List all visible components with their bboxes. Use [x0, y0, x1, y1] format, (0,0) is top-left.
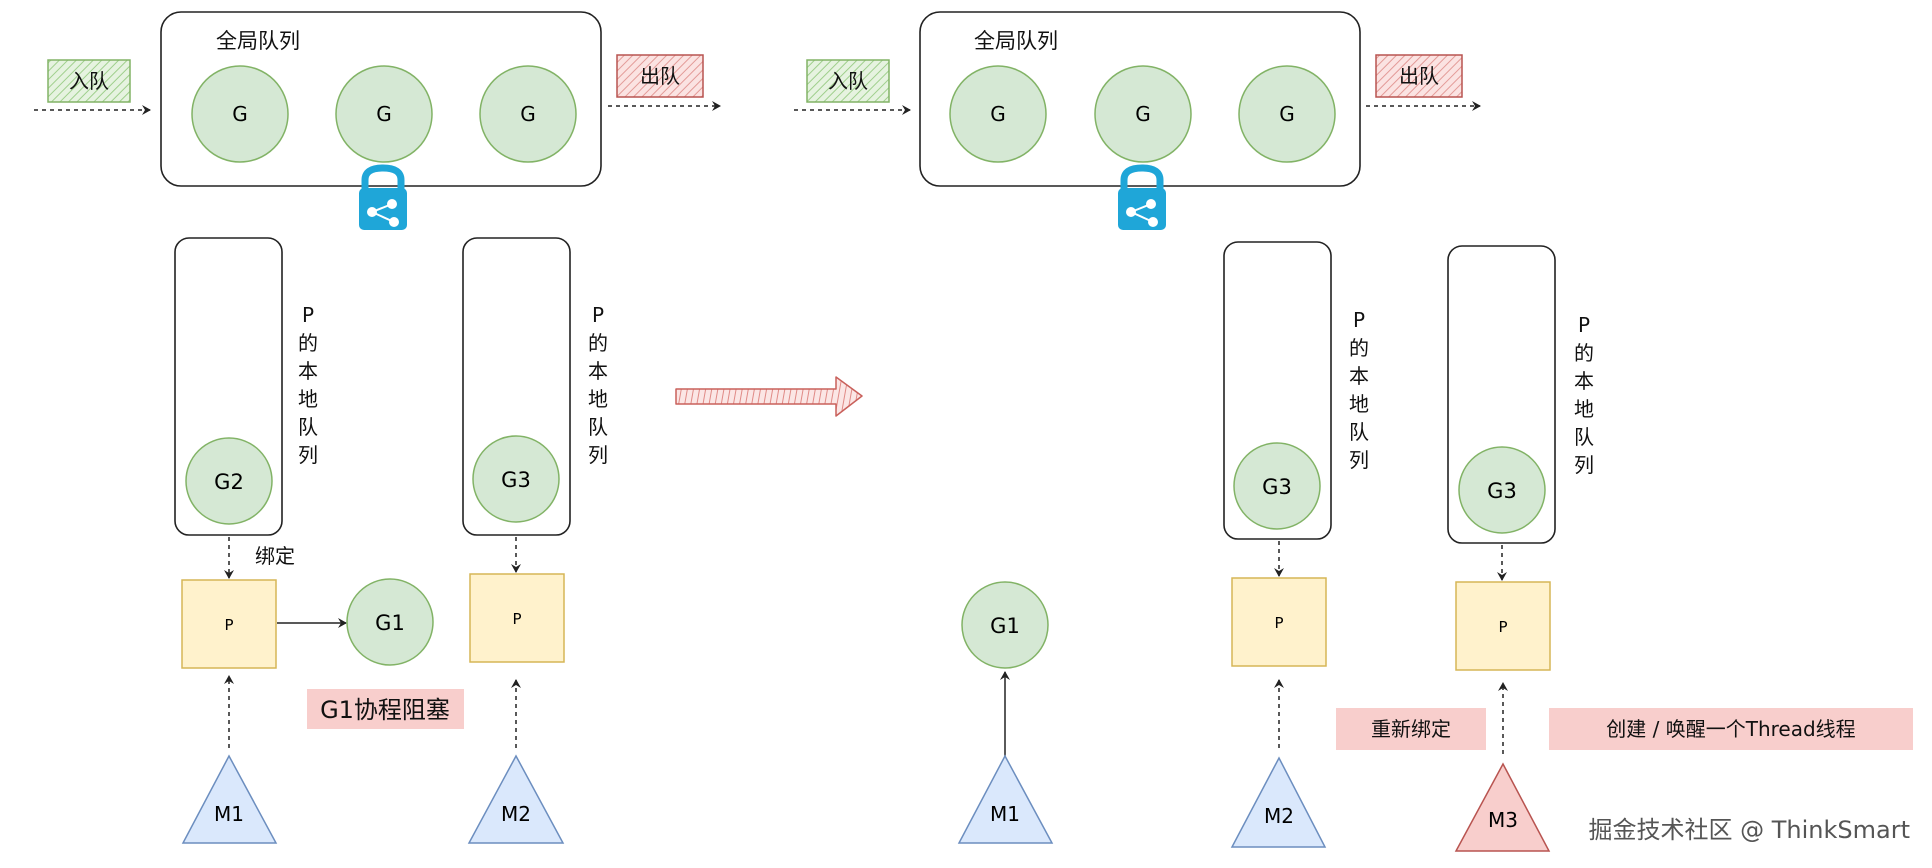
goroutine-g1-blocked: G1 [346, 578, 434, 666]
svg-text:地: 地 [1349, 392, 1369, 416]
svg-text:P: P [512, 610, 521, 628]
svg-text:P: P [224, 616, 233, 634]
svg-text:队: 队 [298, 415, 318, 439]
svg-text:地: 地 [588, 387, 608, 411]
svg-text:地: 地 [298, 387, 318, 411]
svg-text:P: P [1353, 308, 1365, 332]
svg-text:列: 列 [1574, 453, 1594, 477]
local-queue-label: P 的 本 地 队 列 [1349, 308, 1369, 472]
svg-text:G1协程阻塞: G1协程阻塞 [320, 696, 450, 724]
svg-text:M2: M2 [1264, 804, 1294, 828]
svg-text:的: 的 [298, 331, 318, 355]
right-global-queue-title: 全局队列 [974, 29, 1058, 53]
svg-text:P: P [1274, 614, 1283, 632]
svg-text:G2: G2 [214, 470, 244, 494]
goroutine-g2: G2 [185, 437, 273, 525]
svg-text:重新绑定: 重新绑定 [1371, 717, 1451, 741]
svg-text:的: 的 [588, 331, 608, 355]
left-global-queue-title: 全局队列 [216, 29, 300, 53]
create-thread-note: 创建 / 唤醒一个Thread线程 [1549, 708, 1913, 750]
svg-text:出队: 出队 [1399, 64, 1439, 88]
svg-text:列: 列 [1349, 448, 1369, 472]
svg-text:G3: G3 [1262, 475, 1292, 499]
rebind-note: 重新绑定 [1336, 708, 1486, 750]
machine-m2: M2 [1230, 756, 1327, 848]
svg-text:出队: 出队 [640, 64, 680, 88]
left-global-goroutine: G [191, 65, 289, 163]
svg-text:G: G [1135, 102, 1151, 126]
svg-text:入队: 入队 [69, 69, 109, 93]
svg-text:M1: M1 [990, 802, 1020, 826]
svg-text:M1: M1 [214, 802, 244, 826]
svg-text:G: G [376, 102, 392, 126]
processor-p2: P [1231, 577, 1327, 667]
left-global-goroutine: G [479, 65, 577, 163]
right-panel: 入队 全局队列 G G G 出队 [794, 11, 1913, 852]
svg-text:P: P [1498, 618, 1507, 636]
svg-text:M3: M3 [1488, 808, 1518, 832]
blocked-note: G1协程阻塞 [307, 689, 464, 729]
machine-m3: M3 [1454, 762, 1551, 852]
svg-text:列: 列 [588, 443, 608, 467]
bind-label: 绑定 [255, 544, 295, 568]
svg-text:队: 队 [1349, 420, 1369, 444]
svg-text:G: G [990, 102, 1006, 126]
transition-arrow [675, 376, 863, 417]
svg-text:创建 / 唤醒一个Thread线程: 创建 / 唤醒一个Thread线程 [1606, 717, 1855, 741]
svg-text:队: 队 [588, 415, 608, 439]
right-global-goroutine: G [949, 65, 1047, 163]
processor-p2: P [469, 573, 565, 663]
svg-text:入队: 入队 [828, 69, 868, 93]
svg-text:G1: G1 [990, 614, 1020, 638]
left-panel: 入队 全局队列 G G G 出队 [34, 11, 721, 844]
svg-text:P: P [302, 303, 314, 327]
lock-icon [359, 164, 407, 230]
svg-text:地: 地 [1574, 397, 1594, 421]
svg-text:G: G [232, 102, 248, 126]
right-dequeue-tag: 出队 [1375, 54, 1463, 98]
local-queue-label: P 的 本 地 队 列 [588, 303, 608, 467]
lock-icon [1118, 164, 1166, 230]
svg-text:本: 本 [298, 359, 318, 383]
machine-m2: M2 [467, 754, 565, 844]
right-global-goroutine: G [1094, 65, 1192, 163]
svg-text:G1: G1 [375, 611, 405, 635]
svg-text:列: 列 [298, 443, 318, 467]
left-dequeue-tag: 出队 [616, 54, 704, 98]
machine-m1: M1 [957, 754, 1054, 844]
svg-text:G3: G3 [501, 468, 531, 492]
svg-text:的: 的 [1574, 341, 1594, 365]
svg-text:P: P [1578, 313, 1590, 337]
right-enqueue-tag: 入队 [806, 59, 890, 103]
svg-text:本: 本 [1349, 364, 1369, 388]
watermark: 掘金技术社区 @ ThinkSmart [1588, 816, 1910, 844]
machine-m1: M1 [181, 754, 278, 844]
svg-text:队: 队 [1574, 425, 1594, 449]
left-global-goroutine: G [335, 65, 433, 163]
svg-text:G: G [1279, 102, 1295, 126]
svg-text:P: P [592, 303, 604, 327]
svg-text:的: 的 [1349, 336, 1369, 360]
svg-text:G: G [520, 102, 536, 126]
goroutine-g3: G3 [1458, 446, 1546, 534]
svg-text:本: 本 [588, 359, 608, 383]
left-enqueue-tag: 入队 [47, 59, 131, 103]
local-queue-label: P 的 本 地 队 列 [1574, 313, 1594, 477]
goroutine-g1-detached: G1 [961, 581, 1049, 669]
processor-p1: P [181, 579, 277, 669]
goroutine-g3: G3 [1233, 442, 1321, 530]
svg-text:M2: M2 [501, 802, 531, 826]
processor-p3: P [1455, 581, 1551, 671]
svg-text:G3: G3 [1487, 479, 1517, 503]
local-queue-label: P 的 本 地 队 列 [298, 303, 318, 467]
right-global-goroutine: G [1238, 65, 1336, 163]
goroutine-g3: G3 [472, 435, 560, 523]
svg-text:本: 本 [1574, 369, 1594, 393]
